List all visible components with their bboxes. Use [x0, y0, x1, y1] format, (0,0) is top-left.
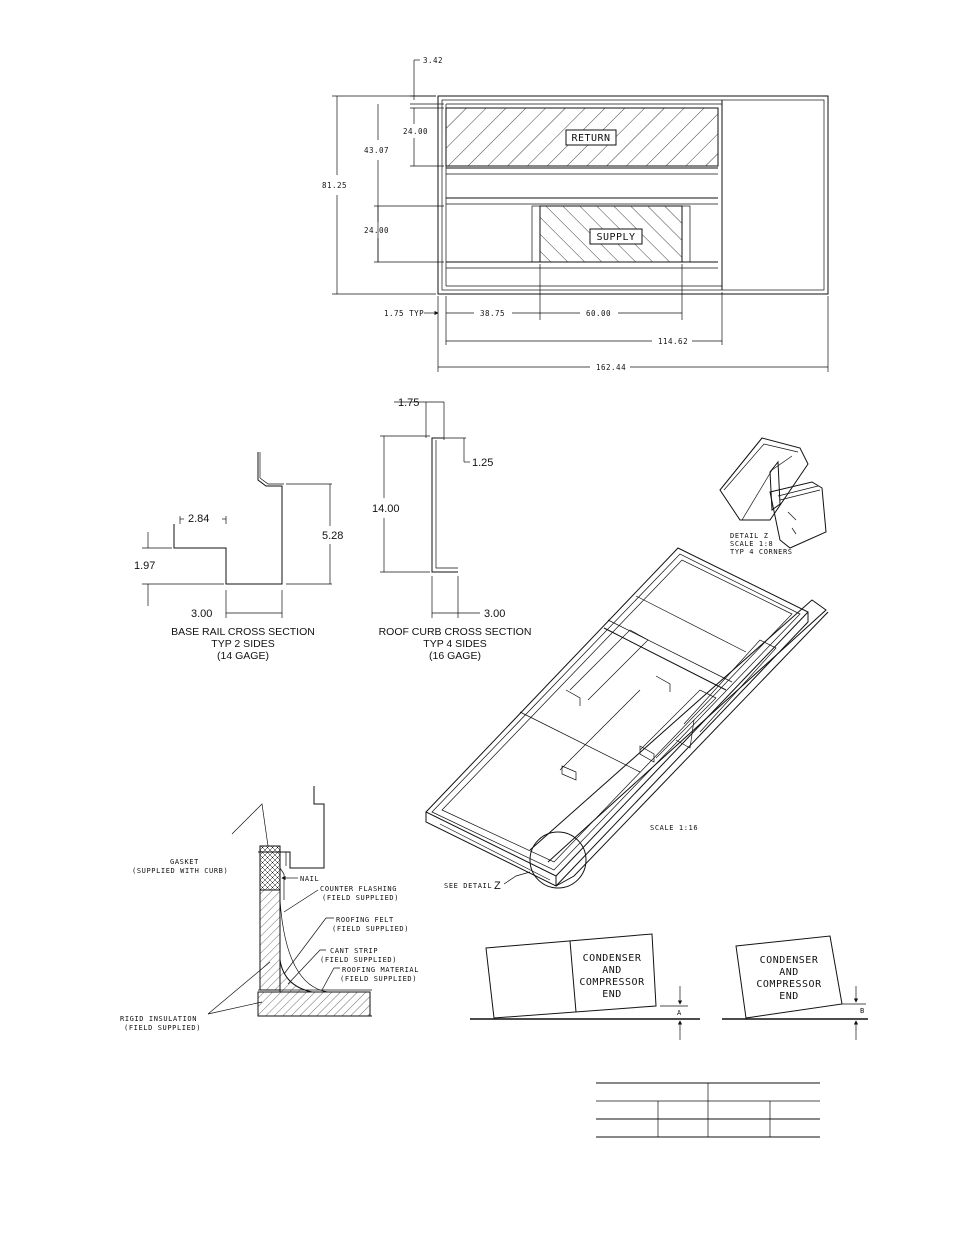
unit-b-line-1: CONDENSER	[760, 955, 819, 966]
base-dim-d: 3.00	[191, 608, 212, 620]
detail-z-scale: SCALE 1:8	[730, 540, 773, 548]
unit-b-line-3: COMPRESSOR	[756, 979, 822, 990]
roof-curb-section: 1.75 1.25 14.00 3.00 ROOF CURB CROSS SEC…	[372, 397, 531, 662]
base-dim-a: 2.84	[188, 513, 209, 525]
see-detail-label: SEE DETAIL	[444, 882, 492, 890]
roofing-material-note: (FIELD SUPPLIED)	[340, 975, 417, 983]
mark-b: B	[860, 1007, 865, 1015]
cant-strip-note: (FIELD SUPPLIED)	[320, 956, 397, 964]
supply-label: SUPPLY	[596, 232, 635, 243]
dim-return-height: 24.00	[403, 127, 428, 136]
tolerance-table	[596, 1082, 820, 1138]
unit-b-line-2: AND	[779, 967, 799, 978]
dim-overall-length: 162.44	[596, 363, 626, 372]
gasket-label: GASKET	[170, 858, 199, 866]
curb-dim-d: 3.00	[484, 608, 505, 620]
cant-strip-label: CANT STRIP	[330, 947, 378, 955]
unit-b-line-4: END	[779, 991, 799, 1002]
counter-flashing-label: COUNTER FLASHING	[320, 885, 397, 893]
roofing-felt-label: ROOFING FELT	[336, 916, 394, 924]
level-diagram-a: CONDENSER AND COMPRESSOR END A	[470, 933, 700, 1040]
dim-supply-offset: 38.75	[480, 309, 505, 318]
unit-a-line-3: COMPRESSOR	[579, 977, 645, 988]
curb-dim-b: 1.25	[472, 457, 493, 469]
iso-scale: SCALE 1:16	[650, 824, 698, 832]
unit-a-line-4: END	[602, 989, 622, 1000]
dim-overall-height: 81.25	[322, 181, 347, 190]
plan-view: RETURN SUPPLY 3.42 81.25 43.07 24.00	[322, 56, 829, 372]
detail-z-title: DETAIL Z	[730, 532, 769, 540]
gasket	[259, 845, 281, 891]
base-dim-b: 1.97	[134, 560, 155, 572]
roofing-felt-note: (FIELD SUPPLIED)	[332, 925, 409, 933]
detail-z-corners: TYP 4 CORNERS	[730, 548, 793, 556]
dim-supply-height: 24.00	[364, 226, 389, 235]
base-caption-3: (14 GAGE)	[217, 650, 269, 662]
unit-a-line-2: AND	[602, 965, 622, 976]
dim-edge-typ: 1.75 TYP	[384, 309, 424, 318]
base-rail-section: 2.84 1.97 5.28 3.00 BASE RAIL CROSS SECT…	[134, 452, 343, 662]
base-caption-2: TYP 2 SIDES	[211, 638, 274, 650]
base-caption-1: BASE RAIL CROSS SECTION	[171, 626, 315, 638]
base-dim-c: 5.28	[322, 530, 343, 542]
curb-dim-c: 14.00	[372, 503, 400, 515]
rigid-insulation-note: (FIELD SUPPLIED)	[124, 1024, 201, 1032]
dim-supply-width: 60.00	[586, 309, 611, 318]
nail-label: NAIL	[300, 875, 319, 883]
dim-return-width: 114.62	[658, 337, 688, 346]
isometric-curb: SCALE 1:16 SEE DETAIL Z	[425, 547, 829, 892]
counter-flashing-note: (FIELD SUPPLIED)	[322, 894, 399, 902]
curb-caption-2: TYP 4 SIDES	[423, 638, 486, 650]
gasket-note: (SUPPLIED WITH CURB)	[132, 867, 228, 875]
mark-a: A	[677, 1009, 682, 1017]
detail-z: DETAIL Z SCALE 1:8 TYP 4 CORNERS	[719, 437, 827, 556]
curb-caption-1: ROOF CURB CROSS SECTION	[379, 626, 532, 638]
flashing-detail: GASKET (SUPPLIED WITH CURB) NAIL COUNTER…	[120, 786, 419, 1032]
dim-top-offset: 3.42	[423, 56, 443, 65]
curb-dim-a: 1.75	[398, 397, 419, 409]
see-detail-z: Z	[494, 880, 501, 892]
dim-return-to-supply: 43.07	[364, 146, 389, 155]
unit-a-line-1: CONDENSER	[583, 953, 642, 964]
curb-caption-3: (16 GAGE)	[429, 650, 481, 662]
roofing-material-label: ROOFING MATERIAL	[342, 966, 419, 974]
level-diagram-b: CONDENSER AND COMPRESSOR END B	[722, 935, 868, 1040]
return-label: RETURN	[571, 133, 610, 144]
rigid-insulation-label: RIGID INSULATION	[120, 1015, 197, 1023]
